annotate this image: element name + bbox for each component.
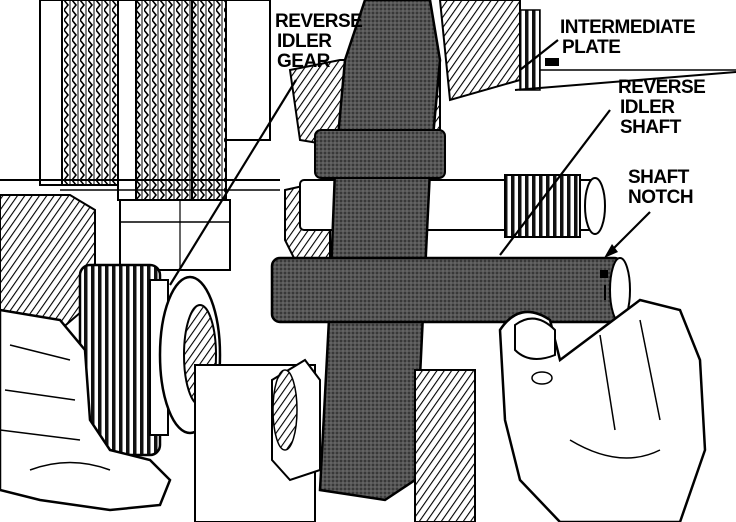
lower-housing xyxy=(194,358,476,522)
reverse-idler-gear-label: REVERSE IDLER GEAR xyxy=(275,11,363,72)
shaft-notch-label: SHAFT NOTCH xyxy=(628,167,694,208)
label-line: IDLER xyxy=(620,97,675,118)
reverse-idler-shaft-label: REVERSE IDLER SHAFT xyxy=(618,77,706,138)
intermediate-plate-part xyxy=(438,0,736,102)
label-line: NOTCH xyxy=(628,187,694,208)
upper-gear-cluster xyxy=(0,0,280,271)
label-line: REVERSE xyxy=(275,11,363,32)
main-cast-blade xyxy=(314,0,446,502)
label-line: SHAFT xyxy=(620,117,681,138)
label-line: PLATE xyxy=(562,37,621,58)
leader-lines xyxy=(169,39,651,286)
label-line: REVERSE xyxy=(618,77,706,98)
left-hand xyxy=(0,308,172,512)
right-hand xyxy=(498,298,707,522)
label-line: SHAFT xyxy=(628,167,689,188)
label-line: INTERMEDIATE xyxy=(560,17,696,38)
label-line: IDLER xyxy=(277,31,332,52)
reverse-idler-shaft-part xyxy=(270,256,631,324)
label-line: GEAR xyxy=(277,51,330,72)
intermediate-plate-label: INTERMEDIATE PLATE xyxy=(560,17,696,58)
